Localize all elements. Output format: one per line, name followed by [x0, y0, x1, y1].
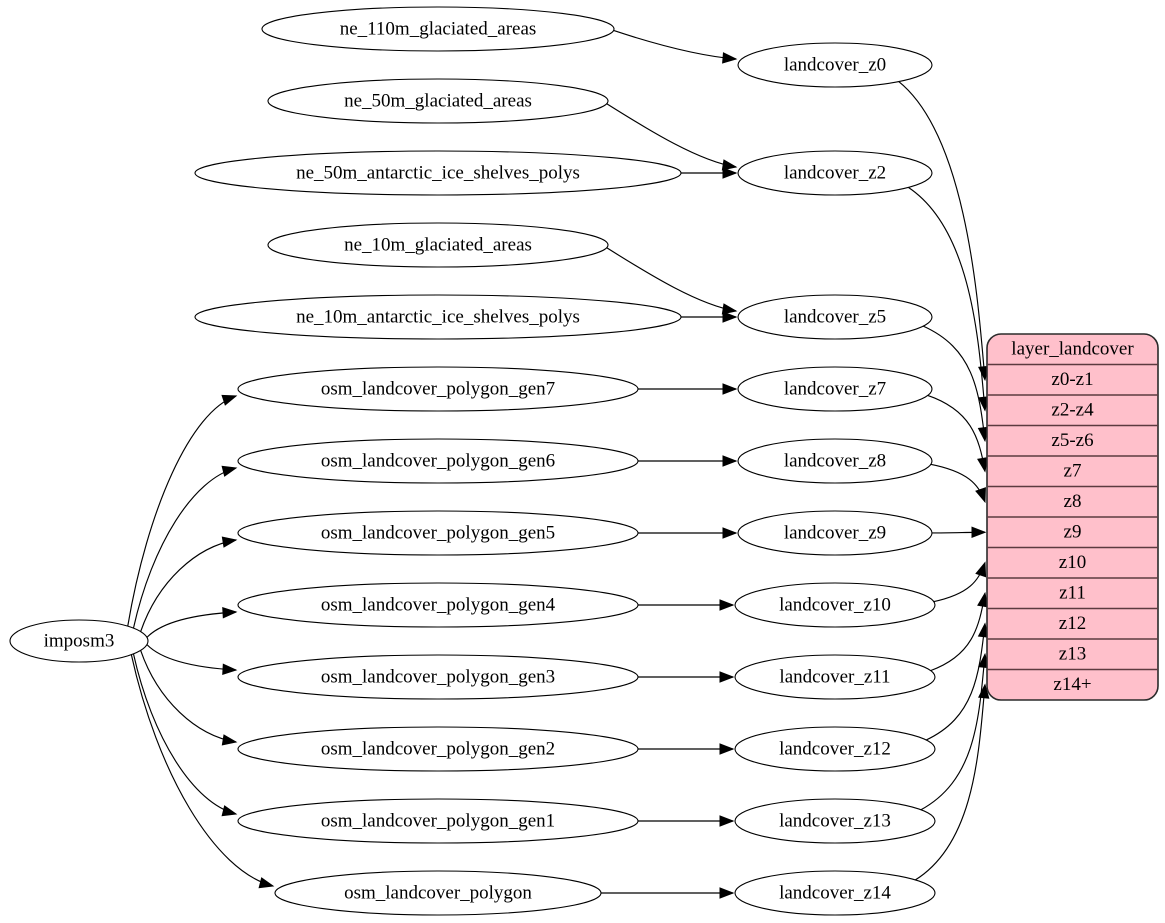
node-landcover_z0[interactable]: landcover_z0: [737, 42, 933, 88]
source-table-node-ellipse: [194, 294, 682, 340]
edge-arrowhead: [722, 167, 738, 179]
node-landcover_z7[interactable]: landcover_z7: [737, 366, 933, 412]
edge-arrowhead: [719, 671, 735, 683]
source-table-node-ellipse: [237, 798, 639, 844]
node-ne_50m_antarctic_ice_shelves_polys[interactable]: ne_50m_antarctic_ice_shelves_polys: [194, 150, 682, 196]
node-osm_landcover_polygon_gen1[interactable]: osm_landcover_polygon_gen1: [237, 798, 639, 844]
edge-arrowhead: [722, 455, 738, 467]
edge: [922, 325, 986, 441]
view-node-ellipse: [734, 582, 936, 628]
edge-arrowhead: [978, 683, 990, 699]
node-ne_10m_glaciated_areas[interactable]: ne_10m_glaciated_areas: [267, 222, 609, 268]
edge-arrowhead: [719, 743, 735, 755]
node-ne_110m_glaciated_areas[interactable]: ne_110m_glaciated_areas: [261, 6, 615, 52]
edge-arrowhead: [221, 536, 238, 548]
edge-arrowhead: [722, 383, 738, 395]
node-landcover_z11[interactable]: landcover_z11: [734, 654, 936, 700]
edge: [132, 467, 237, 629]
node-ne_10m_antarctic_ice_shelves_polys[interactable]: ne_10m_antarctic_ice_shelves_polys: [194, 294, 682, 340]
edge: [132, 653, 237, 815]
view-node-ellipse: [734, 726, 936, 772]
node-landcover_z10[interactable]: landcover_z10: [734, 582, 936, 628]
layer-landcover-table[interactable]: layer_landcoverz0-z1z2-z4z5-z6z7z8z9z10z…: [986, 333, 1159, 701]
source-table-node-ellipse: [237, 510, 639, 556]
node-landcover_z12[interactable]: landcover_z12: [734, 726, 936, 772]
view-node-ellipse: [737, 42, 933, 88]
edge-arrowhead: [971, 526, 987, 538]
edge-arrowhead: [722, 52, 738, 64]
node-osm_landcover_polygon_gen6[interactable]: osm_landcover_polygon_gen6: [237, 438, 639, 484]
view-node-ellipse: [734, 870, 936, 916]
source-table-node-ellipse: [237, 366, 639, 412]
view-node-ellipse: [737, 294, 933, 340]
edge-arrowhead: [722, 527, 738, 539]
edge: [925, 623, 986, 741]
edge-arrowhead: [221, 734, 238, 746]
view-node-ellipse: [734, 798, 936, 844]
nodes-layer: imposm3 ne_110m_glaciated_areas ne_50m_gla…: [9, 6, 936, 916]
node-landcover_z14[interactable]: landcover_z14: [734, 870, 936, 916]
source-table-node-ellipse: [261, 6, 615, 52]
node-osm_landcover_polygon[interactable]: osm_landcover_polygon: [274, 870, 602, 916]
node-imposm3[interactable]: imposm3: [9, 619, 149, 663]
edge: [140, 539, 237, 632]
edge-arrowhead: [721, 303, 738, 315]
edge-arrowhead: [221, 394, 238, 406]
node-landcover_z13[interactable]: landcover_z13: [734, 798, 936, 844]
source-table-node-ellipse: [237, 654, 639, 700]
edge-arrowhead: [719, 887, 735, 899]
edge: [898, 80, 986, 380]
edge-arrowhead: [719, 815, 735, 827]
edge: [605, 102, 737, 168]
node-osm_landcover_polygon_gen7[interactable]: osm_landcover_polygon_gen7: [237, 366, 639, 412]
view-node-ellipse: [737, 510, 933, 556]
edge-arrowhead: [222, 607, 238, 619]
node-landcover_z2[interactable]: landcover_z2: [737, 150, 933, 196]
source-table-node-ellipse: [237, 438, 639, 484]
edge: [920, 654, 986, 811]
node-osm_landcover_polygon_gen5[interactable]: osm_landcover_polygon_gen5: [237, 510, 639, 556]
node-landcover_z5[interactable]: landcover_z5: [737, 294, 933, 340]
edge: [926, 394, 986, 472]
edge-arrowhead: [719, 599, 735, 611]
edge-arrowhead: [222, 663, 238, 675]
source-table-node-ellipse: [237, 726, 639, 772]
edge-arrowhead: [975, 561, 987, 578]
source-table-node-ellipse: [267, 78, 609, 124]
edge: [127, 395, 237, 627]
edge: [929, 463, 986, 502]
source-node-ellipse: [9, 619, 149, 663]
source-table-node-ellipse: [194, 150, 682, 196]
node-osm_landcover_polygon_gen2[interactable]: osm_landcover_polygon_gen2: [237, 726, 639, 772]
edge: [140, 650, 237, 743]
node-osm_landcover_polygon_gen4[interactable]: osm_landcover_polygon_gen4: [237, 582, 639, 628]
edge: [146, 611, 237, 638]
view-node-ellipse: [734, 654, 936, 700]
edge: [932, 562, 986, 603]
edge: [611, 29, 737, 60]
source-table-node-ellipse: [274, 870, 602, 916]
edge: [907, 186, 986, 411]
edge-arrowhead: [721, 159, 738, 171]
edge: [130, 654, 274, 887]
edge: [146, 644, 237, 671]
edge-arrowhead: [258, 877, 275, 889]
edge: [914, 684, 986, 881]
view-node-ellipse: [737, 366, 933, 412]
edge-arrowhead: [221, 465, 238, 477]
view-node-ellipse: [737, 150, 933, 196]
node-osm_landcover_polygon_gen3[interactable]: osm_landcover_polygon_gen3: [237, 654, 639, 700]
node-ne_50m_glaciated_areas[interactable]: ne_50m_glaciated_areas: [267, 78, 609, 124]
edge: [605, 246, 737, 312]
edge-arrowhead: [722, 311, 738, 323]
view-node-ellipse: [737, 438, 933, 484]
source-table-node-ellipse: [267, 222, 609, 268]
edge-arrowhead: [975, 487, 986, 504]
node-landcover_z9[interactable]: landcover_z9: [737, 510, 933, 556]
source-table-node-ellipse: [237, 582, 639, 628]
edge-arrowhead: [221, 805, 238, 817]
node-landcover_z8[interactable]: landcover_z8: [737, 438, 933, 484]
edge: [929, 593, 986, 672]
